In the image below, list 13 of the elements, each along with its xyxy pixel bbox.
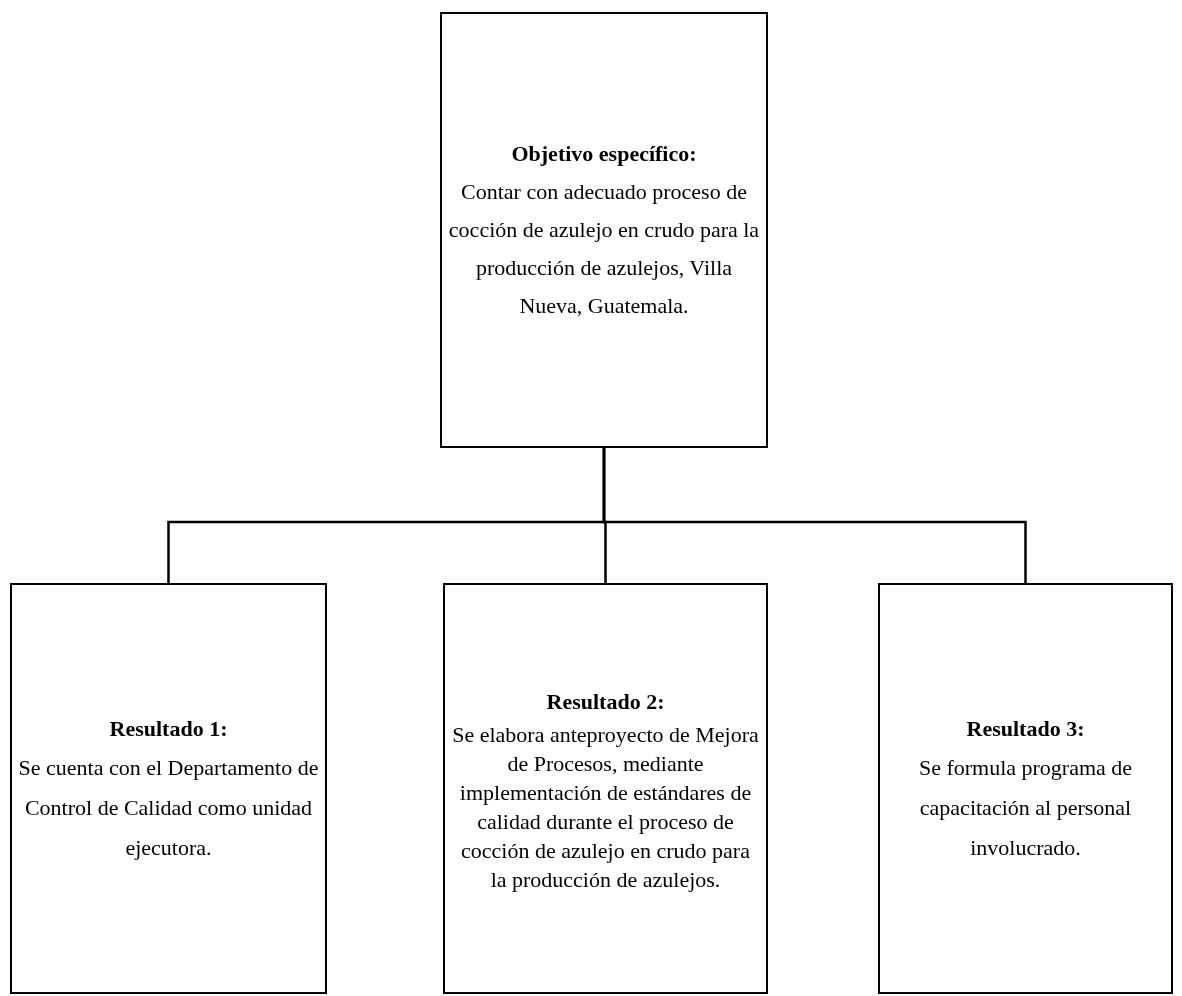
- box-text: Se cuenta con el Departamento de Control de Calidad como unidad ejecutora.: [18, 753, 319, 862]
- text-box: [878, 583, 1173, 994]
- box-text: Contar con adecuado proceso de cocción de azulejo en crudo para la producción de azulejos, Villa Nueva, Guatemala.: [448, 178, 760, 320]
- text-box: [10, 583, 327, 994]
- box-text: Se formula programa de capacitación al personal involucrado.: [917, 753, 1134, 862]
- connector-line: [602, 448, 1027, 583]
- box-heading: Objetivo específico:: [511, 140, 697, 168]
- box-text: Se elabora anteproyecto de Mejora de Procesos, mediante implementación de estándares de calidad durante el proceso de cocción de azulejo en crudo para la producción de azulejos.: [451, 720, 760, 894]
- box-heading: Resultado 1:: [109, 714, 228, 743]
- text-box: [443, 583, 768, 994]
- box-heading: Resultado 3:: [966, 714, 1085, 743]
- text-box: [440, 12, 768, 448]
- box-heading: Resultado 2:: [546, 687, 665, 716]
